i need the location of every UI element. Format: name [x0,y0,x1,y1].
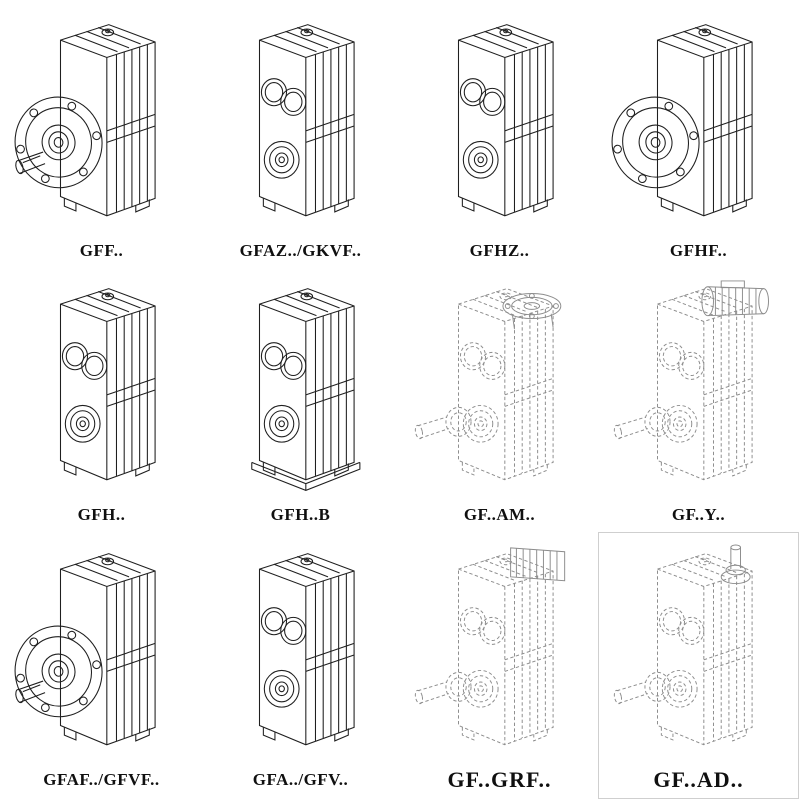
gearbox-drawing-icon [413,547,565,746]
housing-outline [258,553,355,746]
catalog-cell-gf-ad: GF..AD.. [598,532,799,799]
output-flange [8,89,110,195]
catalog-cell-gfh: GFH.. [2,269,201,534]
catalog-cell-gf-grf: GF..GRF.. [400,533,599,798]
gearbox-drawing-icon [457,23,554,216]
bore-face-phantom [658,607,704,708]
model-label: GFH.. [77,505,126,525]
bore-face-phantom [459,607,505,708]
model-label: GFHZ.. [469,240,530,260]
catalog-cell-gfhf: GFHF.. [599,4,798,269]
catalog-cell-gf-am: GF..AM.. [400,269,599,534]
output-shaft-phantom [413,407,472,441]
gearbox-bore-face-drawing [208,544,394,766]
gearbox-drawing-icon [413,288,561,481]
gearbox-phantom-motor-drawing [606,279,792,501]
model-label: GFF.. [79,240,124,260]
gearbox-drawing-icon [605,23,753,216]
housing-outline [258,23,355,216]
catalog-cell-gfaz-gkvf: GFAZ../GKVF.. [201,4,400,269]
gearbox-drawing-icon [612,280,769,481]
catalog-cell-gfhz: GFHZ.. [400,4,599,269]
housing-outline [258,288,355,481]
housing-outline [656,23,753,216]
output-flange [605,89,707,195]
model-label: GFA../GFV.. [252,769,349,789]
gearbox-phantom-adapter-drawing [407,544,593,766]
bore-face [260,77,306,179]
housing-outline [59,23,156,216]
bore-face [61,342,107,443]
gearbox-drawing-icon [250,288,360,492]
gearbox-drawing-icon [612,544,753,746]
gearbox-drawing-icon [59,288,156,481]
input-flange-top [501,293,561,331]
model-label: GFAZ../GKVF.. [239,240,362,260]
housing-outline-phantom [656,553,753,746]
gearbox-bore-face-drawing [9,279,195,501]
gearbox-phantom-input-shaft-drawing [606,544,792,766]
catalog-cell-gfaf-gfvf: GFAF../GFVF.. [2,533,201,798]
gearbox-drawing-icon [8,23,156,216]
model-label: GFAF../GFVF.. [43,769,160,789]
model-label: GFHF.. [669,240,728,260]
output-shaft-phantom [413,671,472,705]
gearbox-flange-shaft-drawing [8,15,195,237]
input-shaft-top [720,544,751,585]
output-flange [8,618,110,725]
bore-face [459,77,505,179]
bore-face [260,342,306,443]
gearbox-bore-face-drawing [407,15,593,237]
model-label: GF..AM.. [463,505,536,525]
bore-face-phantom [459,342,505,443]
gearbox-phantom-top-flange-drawing [407,279,593,501]
housing-outline-phantom [457,553,554,746]
gearbox-drawing-icon [8,553,156,746]
catalog-cell-gfh-b: GFH..B [201,269,400,534]
model-label: GFH..B [270,505,331,525]
model-label: GF..Y.. [671,505,726,525]
catalog-cell-gfa-gfv: GFA../GFV.. [201,533,400,798]
housing-outline-phantom [457,288,554,481]
catalog-cell-gff: GFF.. [2,4,201,269]
bore-face [260,607,306,708]
output-shaft-phantom [612,671,671,705]
gearbox-flange-drawing [605,15,792,237]
model-label: GF..GRF.. [447,766,552,792]
model-label: GF..AD.. [653,766,744,792]
bore-face-phantom [658,342,704,443]
gearbox-drawing-icon [258,23,355,216]
housing-outline [59,288,156,481]
gearbox-drawing-icon [258,553,355,746]
gearbox-bore-face-drawing [208,15,394,237]
housing-outline-phantom [656,288,753,481]
housing-outline [457,23,554,216]
catalog-cell-gf-y: GF..Y.. [599,269,798,534]
gearbox-flange-shaft-drawing [8,544,195,766]
housing-outline [59,553,156,746]
output-shaft-phantom [612,407,671,441]
gearbox-bore-face-base-drawing [208,279,394,501]
